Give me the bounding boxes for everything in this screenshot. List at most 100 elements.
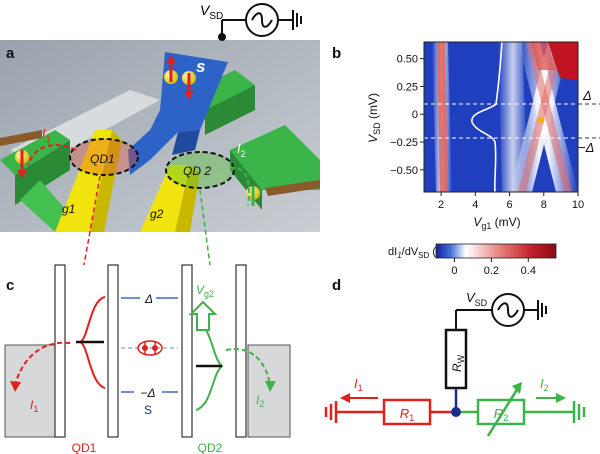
colorbar-tick-label: 0 (451, 265, 457, 277)
source-lead-side (172, 130, 200, 155)
x-tick-label: 2 (438, 199, 444, 211)
gate-g2 (140, 165, 190, 232)
colorbar-tick-label: 0.4 (521, 265, 536, 277)
gate-g1-side (90, 130, 122, 232)
barrier (107, 264, 119, 438)
qd2-label-c: QD2 (198, 441, 223, 454)
right-lead-reservoir (247, 344, 291, 438)
qd1-ellipse (69, 138, 139, 176)
qd2-zoom-connector (199, 189, 211, 266)
i1-label: I1 (42, 126, 51, 144)
colorbar (435, 243, 557, 259)
heatmap-frame (423, 41, 579, 193)
source-lead (128, 52, 228, 175)
vg2-label: Vg2 (196, 283, 214, 299)
g1-label: g1 (62, 202, 75, 216)
superconductor-label: S (144, 403, 152, 417)
y-tick-label: 0.25 (397, 81, 418, 93)
y-axis-label: VSD (mV) (366, 93, 382, 143)
panel-b-letter: b (332, 45, 341, 62)
delta-plus-label-bg (140, 290, 156, 306)
gate-green-top-side (205, 85, 255, 135)
hotspot-edge (530, 42, 555, 70)
i1-arrow-head (10, 381, 21, 392)
d-i2-label: I2 (540, 376, 549, 393)
spin-arrow-head (17, 170, 27, 178)
r1-label: R1 (400, 406, 414, 423)
nanowire-left (0, 130, 42, 146)
qd1-label-c: QD1 (72, 441, 97, 454)
delta-minus-label-bg (134, 384, 162, 400)
panel-a-letter: a (6, 45, 15, 62)
vsd-node (218, 33, 226, 41)
i2-arrow-head-d (556, 393, 566, 403)
d-ac-source-wave (497, 302, 519, 318)
gate-g1 (55, 130, 112, 232)
operating-point-marker (537, 116, 545, 124)
delta-plus-label: Δ (582, 88, 592, 103)
g2-label: g2 (150, 207, 164, 221)
y-tick-label: −0.50 (390, 165, 418, 177)
y-tick-label: −0.25 (390, 137, 418, 149)
qd2-label: QD 2 (183, 164, 211, 178)
heatmap-y-ticks: 0.50 0.25 0 −0.25 −0.50 (390, 54, 424, 177)
colorbar-ticks: 0 0.2 0.4 (451, 258, 536, 277)
panel-c: c Δ −Δ S Vg2 I1 (4, 175, 291, 454)
x-tick-label: 4 (472, 199, 478, 211)
nanowire-right (265, 180, 320, 196)
x-tick-label: 6 (506, 199, 512, 211)
i2-path (225, 348, 271, 386)
r2-variable-arrow-head (512, 382, 522, 394)
panel-b: b Δ −Δ 0.5 (332, 41, 600, 277)
r2-label: R2 (494, 406, 508, 423)
qd1-zoom-connector (83, 175, 101, 266)
gate-green-left-side (15, 140, 70, 205)
hotspot-top-right (548, 42, 578, 80)
heatmap-x-ticks: 2 4 6 8 10 (438, 192, 584, 211)
qd2-ellipse (165, 151, 235, 189)
c-i2-label: I2 (256, 393, 264, 409)
gap-delta-plus-label: Δ (144, 292, 153, 306)
r2-variable-arrow (486, 387, 520, 437)
panel-d: d VSD RW R1 I1 R2 (324, 277, 586, 437)
c-i1-label: I1 (30, 398, 38, 414)
x-axis-label: Vg1 (mV) (473, 215, 520, 231)
i2-label: I2 (237, 141, 246, 159)
barrier (181, 264, 193, 438)
resonance-left-core (437, 42, 448, 192)
gate-g2-side (175, 165, 200, 232)
cooper-pair-icon (137, 340, 163, 356)
left-lead-reservoir (4, 344, 56, 438)
y-tick-label: 0 (412, 109, 418, 121)
barrier (54, 264, 66, 438)
d-i1-label: I1 (354, 376, 363, 393)
panel-c-letter: c (6, 277, 14, 294)
d-vsd-label: VSD (466, 290, 488, 308)
qd1-label: QD1 (90, 152, 115, 166)
gap-delta-minus-label: −Δ (140, 386, 155, 400)
vsd-label: VSD (200, 2, 223, 22)
d-junction-node (451, 407, 461, 417)
panel-a: a VSD s I1 I2 QD1 QD 2 g1 g2 (0, 2, 320, 232)
gate-green-right (230, 125, 320, 190)
y-tick-label: 0.50 (397, 54, 418, 66)
i1-arrow-head-d (340, 393, 350, 403)
ac-source-wave (251, 12, 273, 28)
x-tick-label: 8 (541, 199, 547, 211)
spin-up-arrow-head (166, 55, 176, 64)
rw-label: RW (450, 354, 466, 372)
delta-minus-label: −Δ (578, 140, 594, 155)
spin-down-arrow-head (184, 91, 194, 100)
colorbar-tick-label: 0.2 (484, 265, 499, 277)
vg2-up-arrow-icon (188, 300, 218, 331)
i1-current-path (27, 144, 77, 166)
crossing-core-1 (526, 42, 572, 192)
heatmap (424, 42, 578, 192)
iv-trace-line (471, 42, 503, 192)
i1-path (14, 341, 71, 386)
source-label: s (196, 57, 205, 76)
x-tick-label: 10 (572, 199, 584, 211)
i2-current-path (229, 166, 250, 206)
panel-d-letter: d (332, 277, 341, 294)
